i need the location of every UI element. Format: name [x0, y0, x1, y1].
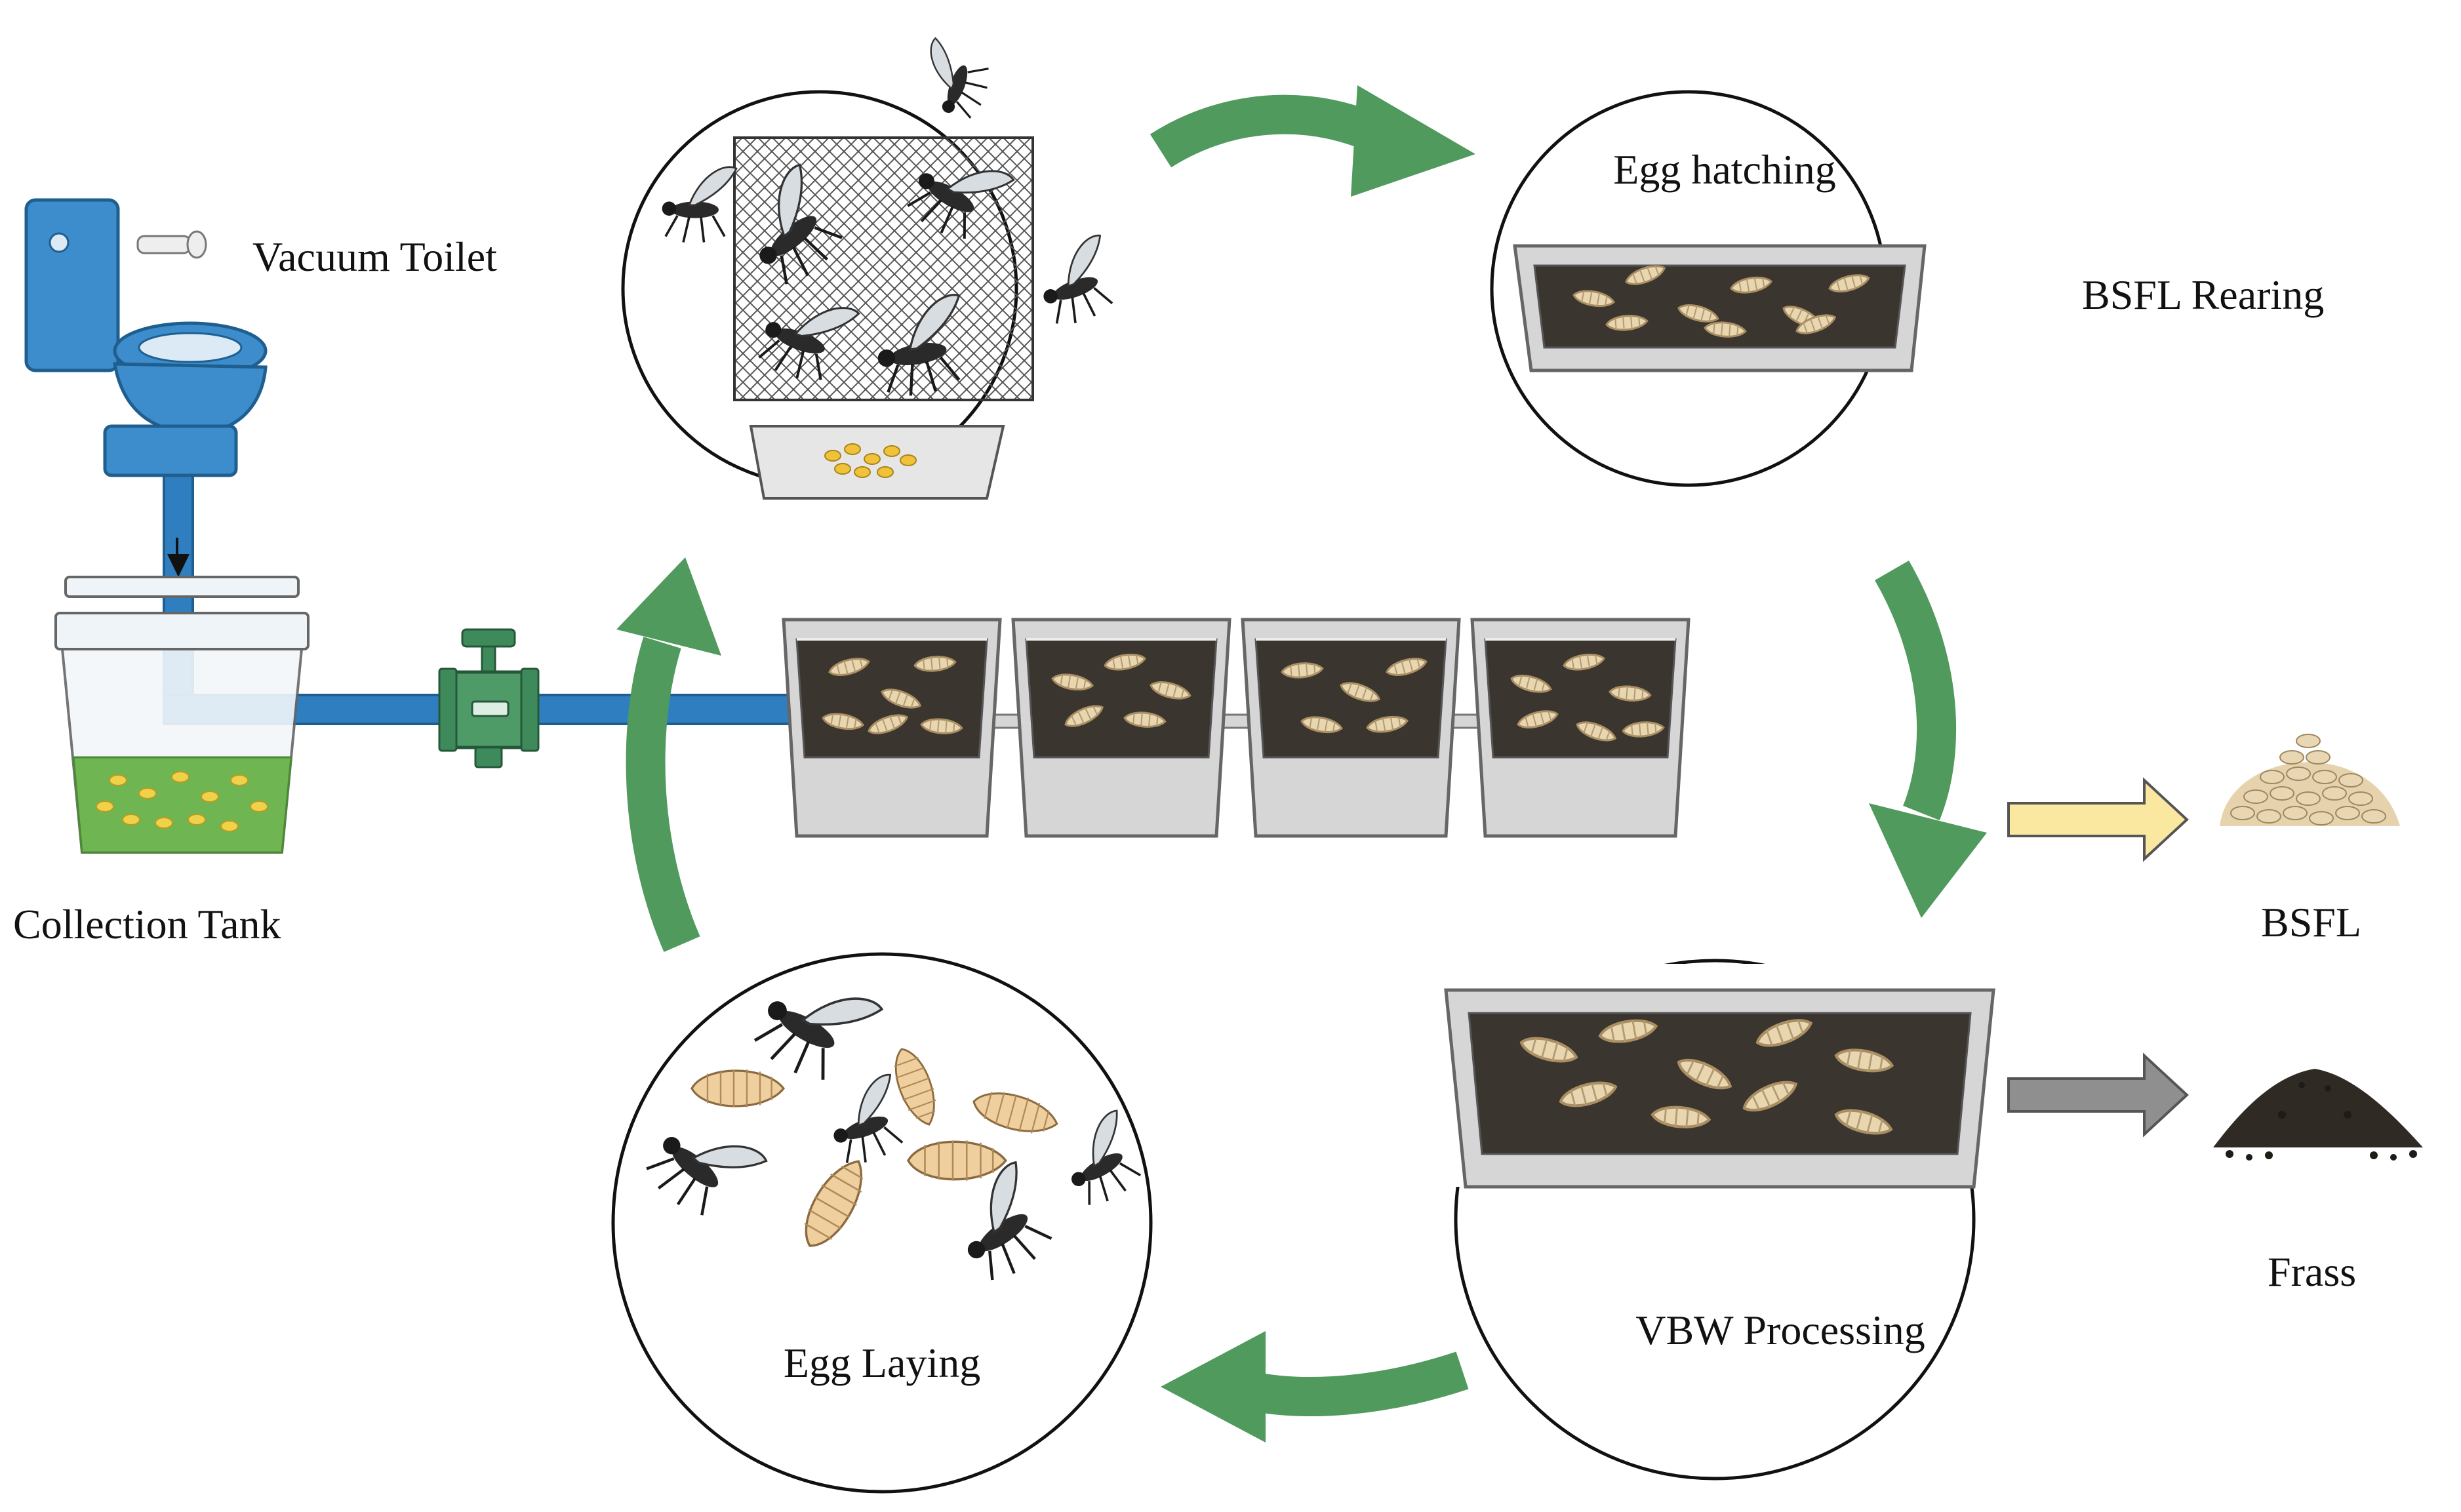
- bsfl-output-label: BSFL: [2261, 899, 2361, 945]
- arrow-cage-to-hatching: [1150, 85, 1475, 197]
- frass-output-arrow: [2007, 1052, 2189, 1138]
- tray-icon: [1013, 620, 1230, 836]
- cycle-arrows: [616, 85, 1987, 1442]
- collection-tank-icon: [54, 576, 310, 854]
- tray-icon: [784, 620, 1000, 836]
- vacuum-toilet-label: Vacuum Toilet: [252, 233, 497, 280]
- arrow-laying-to-cage: [616, 557, 721, 952]
- egg-hatching-circle: Egg hatching: [1490, 90, 1927, 487]
- egg-laying-label: Egg Laying: [784, 1340, 980, 1386]
- rearing-trays-row: [784, 620, 1689, 836]
- arrow-hatching-to-vbw: [1869, 561, 1987, 918]
- vbw-processing-label: VBW Processing: [1635, 1307, 1925, 1353]
- collection-tank-label: Collection Tank: [13, 901, 281, 947]
- fly-cage-icon: [660, 36, 1127, 500]
- tray-icon: [1444, 988, 1995, 1189]
- egg-laying-circle: Egg Laying: [611, 952, 1155, 1494]
- fly-cage-circle: [621, 36, 1127, 500]
- tray-icon: [1243, 620, 1459, 836]
- valve-icon: [438, 628, 540, 768]
- bsfl-output-arrow: [2007, 777, 2189, 862]
- tray-icon: [1513, 244, 1927, 372]
- vbw-processing-circle: VBW Processing: [1430, 959, 2020, 1481]
- bsfl-pile-icon: [2220, 734, 2400, 826]
- toilet-icon: [24, 198, 268, 477]
- bsfl-rearing-label: BSFL Rearing: [2082, 271, 2325, 318]
- frass-pile-icon: [2213, 1069, 2423, 1161]
- frass-output-label: Frass: [2268, 1248, 2357, 1295]
- egg-hatching-label: Egg hatching: [1613, 146, 1835, 193]
- tray-icon: [1472, 620, 1689, 836]
- arrow-vbw-to-laying: [1161, 1331, 1469, 1442]
